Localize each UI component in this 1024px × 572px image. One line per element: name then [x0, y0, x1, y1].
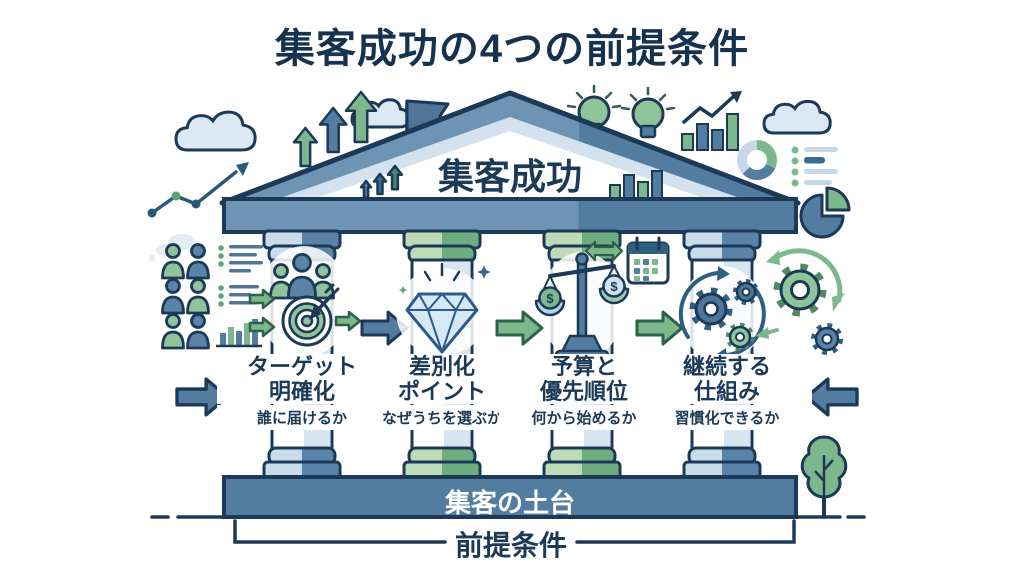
prerequisite-bracket	[233, 519, 796, 544]
pillar-3-title-line1: 予算と	[550, 354, 617, 379]
flow-arrow-3-icon	[635, 310, 684, 346]
pillar-2-subtitle: なぜうちを選ぶか	[357, 405, 527, 430]
flow-arrow-2-icon	[495, 310, 544, 346]
diamond-icon	[396, 262, 491, 356]
inflow-arrow-right-icon	[804, 377, 859, 417]
pillar-2-title-line1: 差別化	[408, 354, 475, 379]
checklist-icon	[791, 146, 838, 187]
gears-cycle-icon	[678, 266, 766, 362]
people-audience-icon	[161, 243, 210, 350]
dollar-coin-right: $	[610, 279, 618, 294]
pillar-1-title-line1: ターゲット	[246, 354, 357, 379]
bracket-label: 前提条件	[454, 530, 567, 561]
lightbulb-icon	[566, 84, 676, 139]
pie-chart-icon	[799, 186, 851, 239]
pillar-3-title: 予算と 優先順位	[499, 354, 669, 405]
tree-icon	[800, 435, 848, 516]
bar-chart-trend-icon	[681, 91, 742, 151]
pillar-4-title: 継続する 仕組み	[642, 354, 812, 405]
entablature-beam	[222, 197, 798, 234]
growth-line-chart-icon	[147, 162, 249, 218]
pillar-1-title-line2: 明確化	[268, 379, 335, 405]
audience-target-icon	[248, 246, 362, 358]
page-title: 集客成功の4つの前提条件	[274, 27, 750, 71]
pillar-4-title-line1: 継続する	[682, 354, 771, 379]
roof-success-label: 集客成功	[437, 156, 582, 197]
pillar-4-title-line2: 仕組み	[693, 379, 760, 405]
calendar-icon	[626, 236, 670, 285]
segment-list-icon	[218, 245, 263, 307]
dollar-coin-left: $	[546, 291, 554, 306]
foundation-label: 集客の土台	[444, 488, 575, 518]
donut-chart-icon	[737, 140, 777, 180]
pillar-2-title: 差別化 ポイント	[357, 354, 527, 405]
gear-icon	[755, 248, 845, 355]
pillar-4-subtitle: 習慣化できるか	[642, 405, 812, 430]
pillar-2-title-line2: ポイント	[397, 379, 486, 405]
pillar-3-title-line2: 優先順位	[539, 379, 628, 405]
balance-scale-icon: $ $	[534, 252, 630, 361]
pillar-3-subtitle: 何から始めるか	[499, 405, 669, 430]
